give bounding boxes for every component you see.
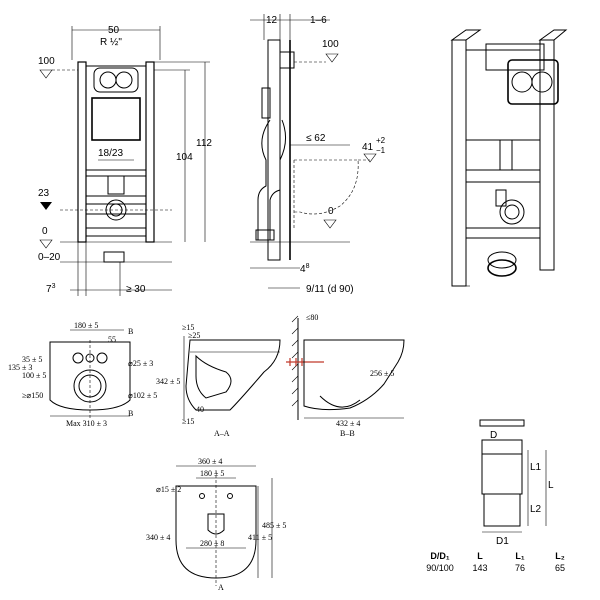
bowl-front-d150: ≥⌀150: [22, 391, 43, 400]
bb-w432: 432 ± 4: [336, 419, 360, 428]
table-header-row: D/D₁ L L₁ L₂: [420, 550, 580, 562]
side-tol-minus: −1: [376, 146, 386, 155]
bowl-front-d25: ⌀25 ± 3: [128, 359, 153, 368]
front-height-104: 104: [176, 152, 193, 163]
bowl-front-v35: 35 ± 5: [22, 355, 42, 364]
bowl-section-bb: ≤80 432 ± 4 256 ± 5 B–B: [286, 313, 405, 438]
side-tol-plus: +2: [376, 136, 386, 145]
bowl-front-d102: ⌀102 ± 5: [128, 391, 157, 400]
bowl-section-aa: ≥15 ≥25 342 ± 5 40 ≥15 A–A: [156, 323, 281, 438]
front-bottom-right: ≥ 30: [126, 284, 146, 295]
top-d15: ⌀15 ± 2: [156, 485, 181, 494]
front-view: 50 R ½" 100 104 112 18/23 23: [38, 25, 212, 296]
front-width: 50: [108, 25, 120, 36]
front-thread: R ½": [100, 37, 122, 48]
bowl-front-v135: 135 ± 3: [8, 363, 32, 372]
dimension-table: D/D₁ L L₁ L₂ 90/100 143 76 65: [420, 550, 580, 574]
bowl-front-v100: 100 ± 5: [22, 371, 46, 380]
bowl-front-view: 180 ± 5 B 55 ⌀25 ± 3 35 ± 5 135 ± 3 100 …: [8, 321, 157, 428]
table-cell: 76: [514, 563, 525, 573]
bb-h256: 256 ± 5: [370, 369, 394, 378]
top-w280: 280 ± 8: [200, 539, 224, 548]
side-bottom-a: 48: [300, 263, 310, 275]
side-depth: ≤ 62: [306, 133, 326, 144]
top-label-a: A: [218, 583, 224, 592]
bowl-front-d55: 55: [108, 335, 116, 344]
top-h485: 485 ± 5: [262, 521, 286, 530]
side-tol-base: 41: [362, 142, 374, 153]
side-level-0: 0: [328, 206, 334, 217]
table-row: 90/100 143 76 65: [420, 562, 580, 574]
aa-h342: 342 ± 5: [156, 377, 180, 386]
pipe-label-l1: L1: [530, 462, 542, 473]
side-bottom-b: 9/11 (d 90): [306, 284, 354, 295]
top-w360: 360 ± 4: [198, 457, 222, 466]
front-range: 0–20: [38, 252, 61, 263]
aa-v40: 40: [196, 405, 204, 414]
front-spacing: 18/23: [98, 148, 123, 159]
bb-caption: B–B: [340, 429, 355, 438]
front-bottom-left: 73: [46, 283, 56, 295]
side-top-1-6: 1–6: [310, 15, 327, 26]
aa-caption: A–A: [214, 429, 230, 438]
front-level-100: 100: [38, 56, 55, 67]
bowl-front-label-b-bottom: B: [128, 409, 133, 418]
front-level-0: 0: [42, 226, 48, 237]
side-level-100: 100: [322, 39, 339, 50]
side-top-12: 12: [266, 15, 278, 26]
table-header: L₂: [555, 551, 565, 561]
top-w180: 180 ± 5: [200, 469, 224, 478]
pipe-detail: D D1 L1 L2 L: [479, 419, 554, 547]
pipe-label-d: D: [490, 430, 497, 441]
pipe-label-d1: D1: [496, 536, 509, 547]
aa-v15b: ≥15: [182, 417, 194, 426]
bowl-front-w180: 180 ± 5: [74, 321, 98, 330]
bowl-front-label-b-top: B: [128, 327, 133, 336]
front-height-112: 112: [196, 138, 212, 149]
front-level-23: 23: [38, 188, 50, 199]
isometric-frame-view: [450, 29, 568, 287]
aa-v15a: ≥15: [182, 323, 194, 332]
top-h340: 340 ± 4: [146, 533, 170, 542]
table-header: D/D₁: [430, 551, 450, 561]
bb-v80: ≤80: [306, 313, 318, 322]
side-view: 12 1–6 100 ≤ 62 41 +2 −1 0 48 9/11: [250, 14, 386, 295]
table-header: L: [477, 551, 483, 561]
aa-v25: ≥25: [188, 331, 200, 340]
table-cell: 90/100: [426, 563, 454, 573]
top-h411: 411 ± 5: [248, 533, 272, 542]
bowl-top-view: 360 ± 4 180 ± 5 ⌀15 ± 2 340 ± 4 280 ± 8 …: [146, 457, 286, 592]
table-header: L₁: [515, 551, 525, 561]
pipe-label-l2: L2: [530, 504, 542, 515]
table-cell: 65: [554, 563, 565, 573]
table-cell: 143: [472, 563, 488, 573]
bowl-front-max: Max 310 ± 3: [66, 419, 107, 428]
pipe-label-l: L: [548, 480, 554, 491]
